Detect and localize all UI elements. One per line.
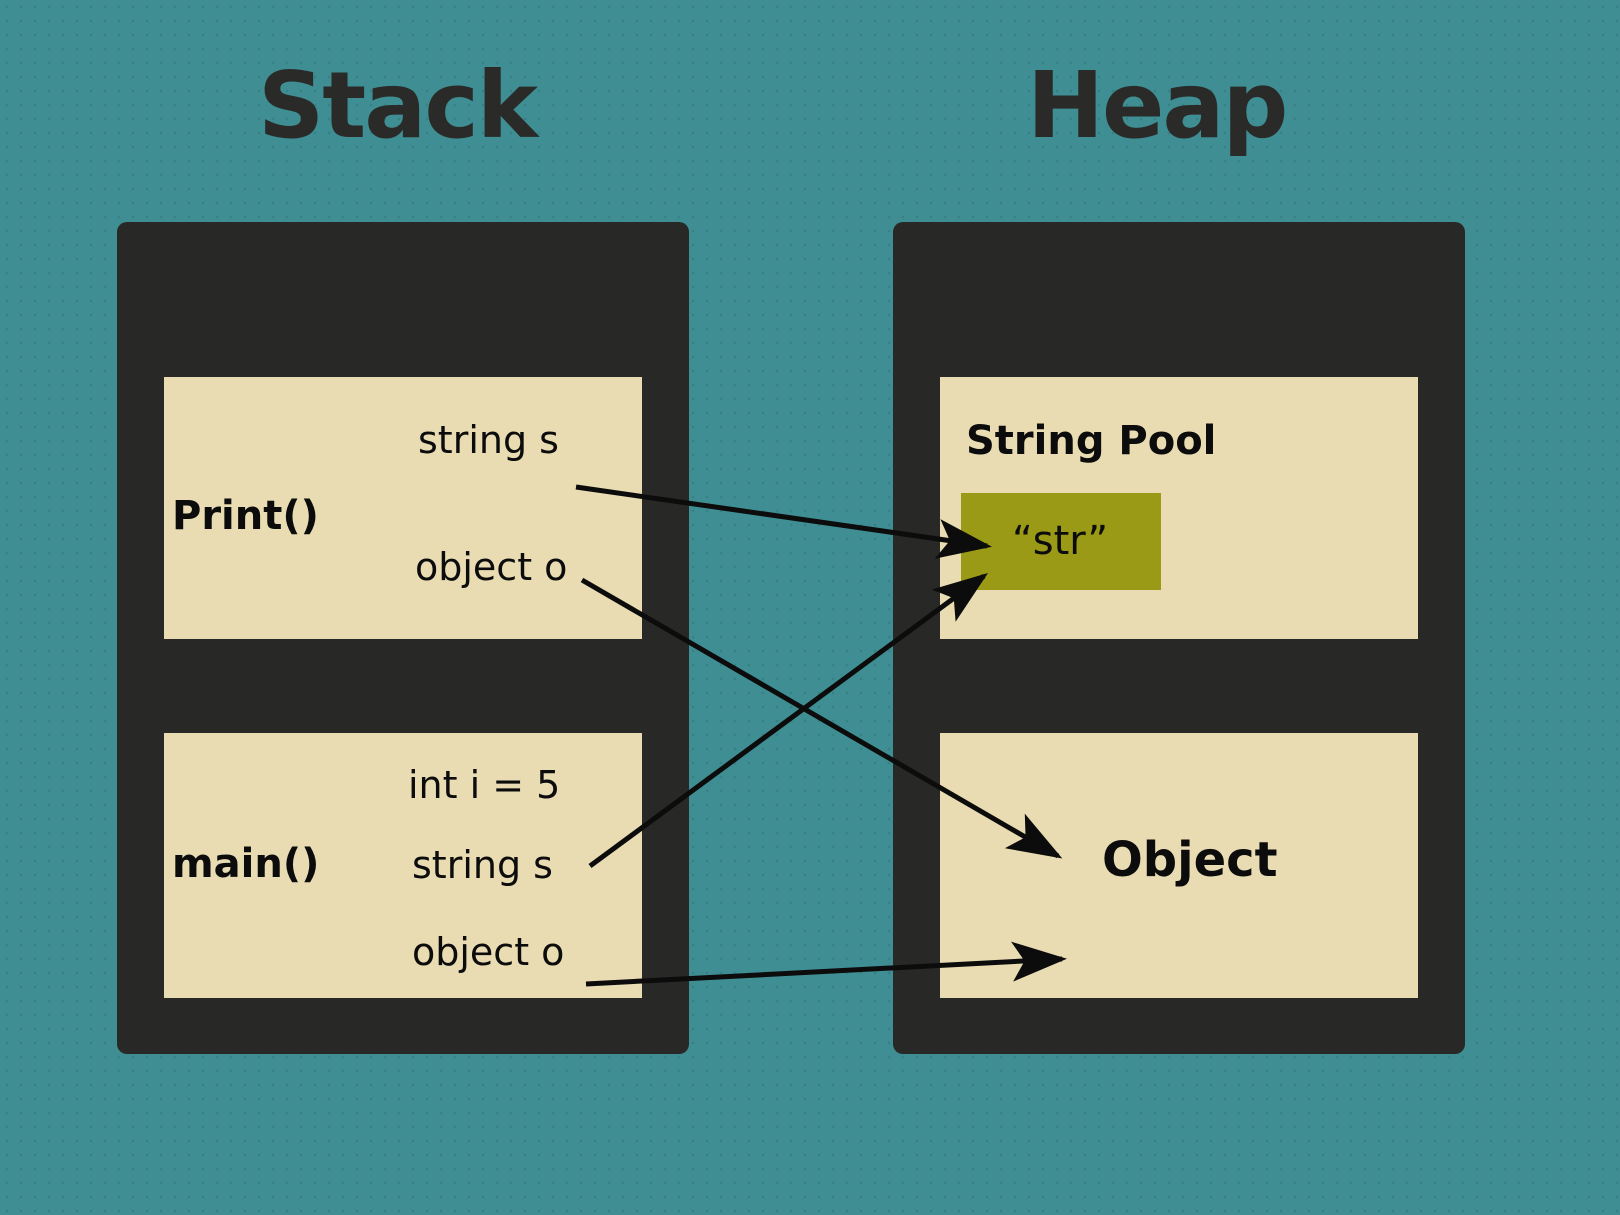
string-literal-label: “str” [1012,518,1109,564]
stack-frame-main-label: main() [172,841,320,887]
stack-frame-main-var-object-o: object o [412,930,565,974]
stack-title: Stack [258,52,538,159]
stack-frame-print [164,377,642,639]
stack-frame-print-var-object-o: object o [415,545,568,589]
heap-title: Heap [1027,52,1288,159]
stack-frame-print-label: Print() [172,493,319,539]
string-literal-box [961,493,1161,590]
string-pool-heading: String Pool [966,418,1217,464]
stack-frame-main-var-string-s: string s [412,843,553,887]
stack-frame-print-var-string-s: string s [418,418,559,462]
heap-object-heading: Object [1102,832,1278,888]
stack-frame-main [164,733,642,998]
stack-frame-main-var-int-i: int i = 5 [408,763,561,807]
